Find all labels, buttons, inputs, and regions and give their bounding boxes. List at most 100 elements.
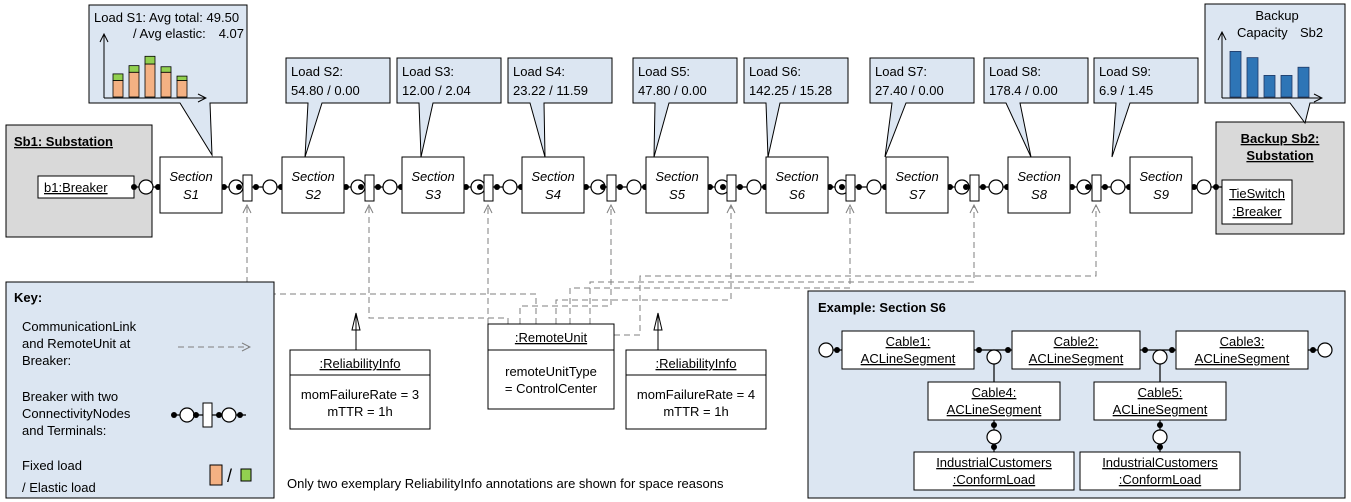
connectivity-node: [866, 179, 882, 195]
load-callout-s3[interactable]: Load S3:12.00 / 2.04: [396, 57, 502, 158]
key-item2-line1: Breaker with two: [22, 389, 118, 404]
load-label: Load S4:: [513, 64, 565, 79]
conform-load-2-name: IndustrialCustomers: [1102, 455, 1218, 470]
breaker[interactable]: [606, 174, 617, 202]
section-id: S5: [669, 187, 686, 202]
reliability-info-1[interactable]: :ReliabilityInfo momFailureRate = 3 mTTR…: [289, 312, 431, 430]
backup-callout[interactable]: Backup Capacity Sb2: [1204, 3, 1346, 125]
load-callout-s4[interactable]: Load S4:23.22 / 11.59: [507, 57, 613, 158]
s1-fixed-bar: [160, 71, 172, 98]
breaker[interactable]: [242, 174, 253, 202]
reliability-info-1-line2: mTTR = 1h: [327, 404, 392, 419]
connectivity-node: [626, 179, 642, 195]
load-value: 47.80 / 0.00: [638, 83, 707, 98]
backup-bar: [1297, 66, 1310, 98]
reliability-info-1-title: :ReliabilityInfo: [320, 356, 401, 371]
terminal: [477, 184, 483, 190]
cable2-name: Cable2:: [1054, 334, 1099, 349]
key-item3-line1: Fixed load: [22, 458, 82, 473]
cable2[interactable]: Cable2: ACLineSegment: [1011, 330, 1141, 370]
reliability-info-2-line1: momFailureRate = 4: [637, 387, 755, 402]
breaker[interactable]: [364, 174, 375, 202]
load-value: 54.80 / 0.00: [291, 83, 360, 98]
reliability-info-2[interactable]: :ReliabilityInfo momFailureRate = 4 mTTR…: [625, 312, 767, 430]
connectivity-node: [138, 179, 154, 195]
section-id: S9: [1153, 187, 1169, 202]
load-s1-line2-value: 4.07: [219, 26, 244, 41]
section-id: S4: [545, 187, 561, 202]
key-slash: /: [227, 466, 232, 486]
breaker[interactable]: [845, 174, 856, 202]
section-id: S8: [1031, 187, 1048, 202]
communication-links: [247, 205, 1096, 336]
load-callout-s6[interactable]: Load S6:142.25 / 15.28: [743, 57, 849, 158]
backup-bar: [1263, 75, 1276, 98]
breaker[interactable]: [483, 174, 494, 202]
section-id: S6: [789, 187, 806, 202]
section-id: S7: [909, 187, 926, 202]
terminal: [236, 184, 242, 190]
section-id: S3: [425, 187, 442, 202]
load-callout-s9[interactable]: Load S9:6.9 / 1.45: [1093, 57, 1199, 158]
load-callout-s7[interactable]: Load S7:27.40 / 0.00: [869, 57, 975, 158]
connectivity-node: [1110, 179, 1126, 195]
cable4-type: ACLineSegment: [947, 402, 1042, 417]
load-s1-callout[interactable]: Load S1: Avg total: 49.50 / Avg elastic:…: [88, 4, 248, 157]
s1-elastic-bar: [160, 66, 172, 73]
substation-sb2-title-1: Backup Sb2:: [1241, 131, 1320, 146]
load-callout-s2[interactable]: Load S2:54.80 / 0.00: [285, 57, 391, 158]
section-id: S1: [183, 187, 199, 202]
cable5-type: ACLineSegment: [1113, 402, 1208, 417]
key-item2-line2: ConnectivityNodes: [22, 406, 131, 421]
terminal: [839, 184, 845, 190]
b1-breaker-label: b1:Breaker: [44, 180, 108, 195]
load-value: 6.9 / 1.45: [1099, 83, 1153, 98]
conform-load-2[interactable]: IndustrialCustomers :ConformLoad: [1079, 451, 1241, 491]
breaker[interactable]: [969, 174, 980, 202]
section-label: Section: [1017, 169, 1060, 184]
cable4[interactable]: Cable4: ACLineSegment: [927, 381, 1061, 421]
terminal: [1102, 184, 1108, 190]
key-item1-line2: and RemoteUnit at: [22, 336, 131, 351]
remote-unit[interactable]: :RemoteUnit remoteUnitType = ControlCent…: [487, 323, 615, 410]
load-label: Load S3:: [402, 64, 454, 79]
remote-unit-line1: remoteUnitType: [505, 364, 597, 379]
terminal: [963, 184, 969, 190]
terminal: [131, 184, 137, 190]
load-callout-s5[interactable]: Load S5:47.80 / 0.00: [632, 57, 738, 158]
cable3[interactable]: Cable3: ACLineSegment: [1175, 330, 1309, 370]
breaker[interactable]: [726, 174, 737, 202]
reliability-info-2-title: :ReliabilityInfo: [656, 356, 737, 371]
backup-chart: [1229, 51, 1310, 98]
cable1-type: ACLineSegment: [861, 351, 956, 366]
substation-sb2[interactable]: Backup Sb2: Substation TieSwitch :Breake…: [1215, 121, 1345, 235]
cable1[interactable]: Cable1: ACLineSegment: [841, 330, 975, 370]
key-fixed-load-swatch: [209, 464, 223, 486]
cable2-type: ACLineSegment: [1029, 351, 1124, 366]
breaker[interactable]: [1091, 174, 1102, 202]
substation-sb1-title: Sb1: Substation: [14, 134, 113, 149]
cable5[interactable]: Cable5: ACLineSegment: [1093, 381, 1227, 421]
reliability-info-2-line2: mTTR = 1h: [663, 404, 728, 419]
tieswitch-breaker-box[interactable]: [1221, 179, 1293, 225]
substation-sb1[interactable]: Sb1: Substation b1:Breaker: [5, 124, 153, 238]
connectivity-node: [1196, 179, 1212, 195]
connectivity-node: [746, 179, 762, 195]
load-value: 178.4 / 0.00: [989, 83, 1058, 98]
terminal: [856, 184, 862, 190]
load-callout-s8[interactable]: Load S8:178.4 / 0.00: [983, 57, 1089, 158]
section-label: Section: [169, 169, 212, 184]
section-label: Section: [411, 169, 454, 184]
conform-load-1[interactable]: IndustrialCustomers :ConformLoad: [913, 451, 1075, 491]
load-label: Load S7:: [875, 64, 927, 79]
